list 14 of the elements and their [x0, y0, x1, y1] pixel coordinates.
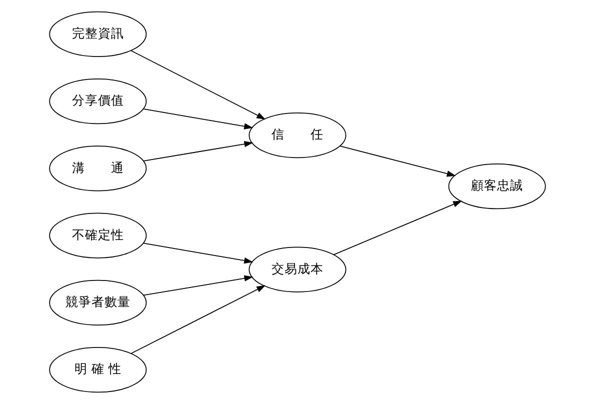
node-ellipse: 明 確 性 [49, 347, 147, 393]
arrow [333, 200, 462, 256]
node-ellipse: 競爭者數量 [49, 280, 147, 326]
node-ellipse: 不確定性 [49, 212, 147, 258]
arrow [143, 275, 254, 296]
arrow [340, 146, 456, 177]
node-ellipse: 分享價值 [49, 78, 147, 124]
arrow [143, 108, 254, 130]
arrow [130, 285, 266, 354]
arrow [130, 50, 266, 120]
node-ellipse: 完整資訊 [49, 11, 147, 57]
arrow [143, 242, 254, 264]
arrow [143, 140, 254, 162]
node-ellipse: 溝 通 [49, 146, 147, 192]
